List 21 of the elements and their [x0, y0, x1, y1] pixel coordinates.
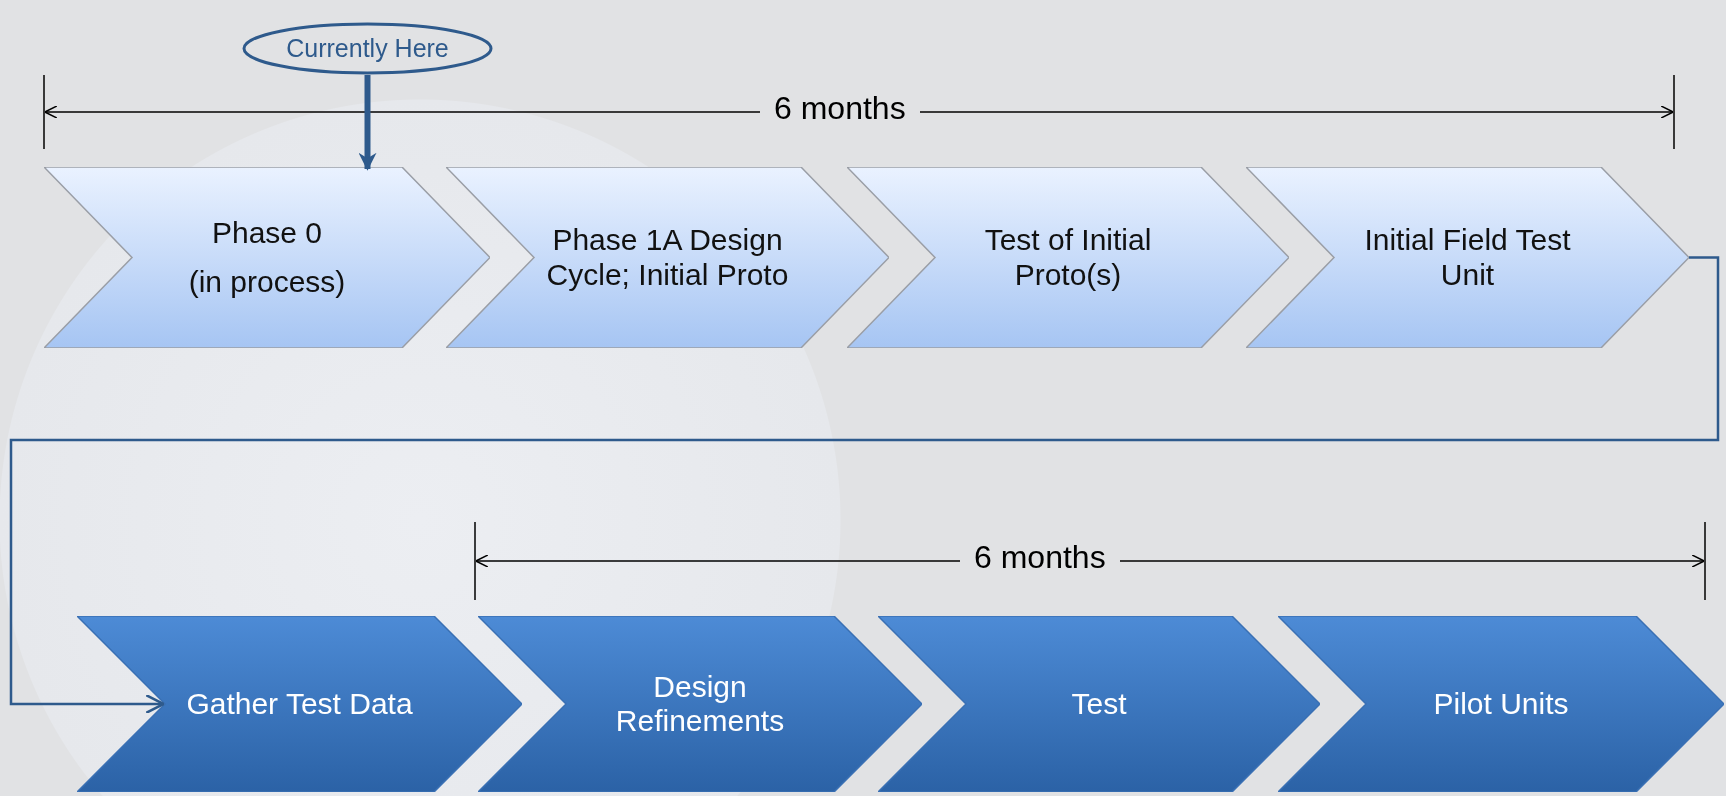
- step-label: Initial Field Test Unit: [1363, 223, 1572, 292]
- step-label: Test of Initial Proto(s): [983, 223, 1153, 292]
- arrow: [9, 256, 1720, 715]
- step-label: Test: [1071, 686, 1127, 722]
- chevron-step: [1278, 616, 1724, 792]
- step-label: Design Refinements: [614, 669, 786, 739]
- step-label: Gather Test Data: [186, 686, 413, 722]
- step-label: Phase 1A Design Cycle; Initial Proto: [545, 223, 790, 292]
- chevron-step: [847, 167, 1289, 348]
- chevron-step: [446, 167, 889, 348]
- step-label: Pilot Units: [1433, 686, 1569, 722]
- chevron-step: [878, 616, 1320, 792]
- callout-ellipse: [242, 22, 493, 75]
- chevron-step: [1246, 167, 1689, 348]
- step-label: (in process): [188, 264, 346, 299]
- chevron-step: [478, 616, 922, 792]
- step-label: Currently Here: [286, 34, 449, 63]
- chevron-step: [44, 167, 490, 348]
- chevron-step: [77, 616, 522, 792]
- step-title: Phase 0: [211, 216, 323, 251]
- arrow: [358, 75, 377, 171]
